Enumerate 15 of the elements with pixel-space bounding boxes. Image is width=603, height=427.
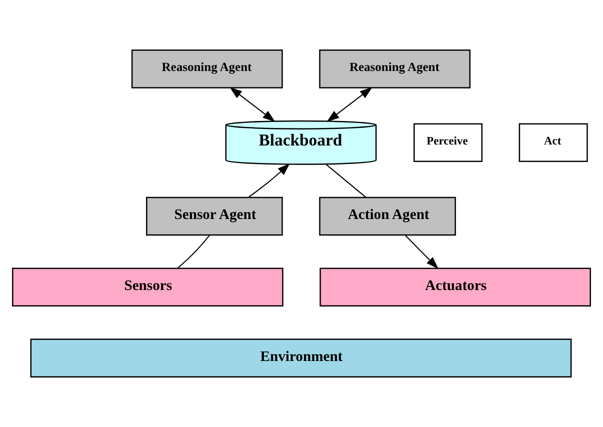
node-box: Sensor Agent bbox=[146, 196, 283, 236]
connector bbox=[326, 164, 366, 198]
node-box: Reasoning Agent bbox=[319, 50, 471, 88]
connector bbox=[177, 235, 210, 269]
arrow bbox=[404, 235, 438, 270]
node-box: Sensors bbox=[12, 268, 284, 307]
arrow bbox=[326, 87, 372, 122]
arrow bbox=[230, 87, 276, 122]
node-box: Action Agent bbox=[319, 196, 456, 236]
node-box: Actuators bbox=[320, 268, 591, 307]
arrow bbox=[248, 163, 290, 198]
node-box: Perceive bbox=[414, 123, 483, 162]
node-box: Act bbox=[518, 123, 588, 162]
node-box: Environment bbox=[30, 338, 572, 378]
node-box: Reasoning Agent bbox=[131, 50, 283, 88]
